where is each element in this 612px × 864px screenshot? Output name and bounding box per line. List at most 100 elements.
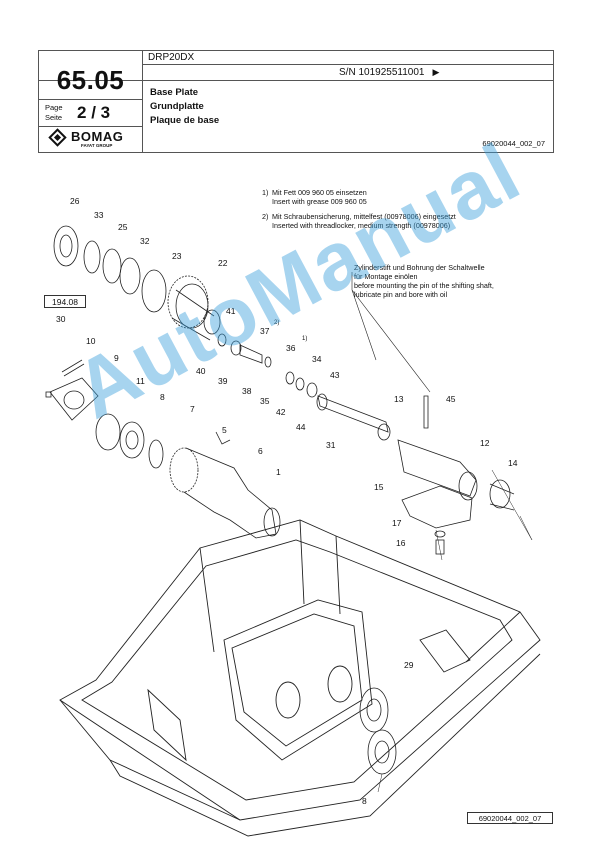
part-bearing-29 — [359, 687, 389, 733]
note-1-en: Insert with grease 009 960 05 — [272, 197, 367, 206]
part-bracket-15 — [401, 485, 473, 529]
brand-name: BOMAG — [71, 129, 124, 144]
part-label: 44 — [296, 422, 306, 432]
part-bearing-8a — [119, 421, 145, 459]
title-en: Base Plate — [150, 87, 199, 98]
part-label: 43 — [330, 370, 340, 380]
brand-subtitle: FAYAT GROUP — [81, 143, 113, 148]
page-label-en: Page — [45, 103, 63, 112]
part-label: 6 — [258, 446, 263, 456]
part-gear-22 — [167, 275, 221, 341]
part-bushing-14 — [489, 479, 511, 509]
part-41 — [217, 333, 227, 347]
part-38 — [239, 344, 263, 364]
part-screw-16 — [435, 539, 445, 555]
part-label: 37 — [260, 326, 270, 336]
header-divider — [142, 51, 143, 152]
part-label: 5 — [222, 425, 227, 435]
part-label: 15 — [374, 482, 384, 492]
note-2-de: Mit Schraubensicherung, mittelfest (0097… — [272, 212, 456, 221]
title-de: Grundplatte — [150, 101, 204, 112]
header-block: DRP20DX 65.05 S/N 101925511001▶ Page Sei… — [38, 50, 554, 153]
part-40 — [230, 340, 242, 356]
header-rule — [39, 99, 142, 100]
header-rule — [39, 126, 142, 127]
part-pin-13 — [317, 395, 389, 433]
header-rule — [142, 64, 553, 65]
part-36 — [285, 371, 295, 385]
model-name: DRP20DX — [148, 52, 195, 63]
part-label: 26 — [70, 196, 80, 206]
part-ring-25 — [102, 248, 122, 284]
part-label: 8 — [160, 392, 165, 402]
drawing-reference: 69020044_002_07 — [482, 139, 545, 148]
part-label: 23 — [172, 251, 182, 261]
page-total: 3 — [100, 103, 111, 122]
part-label-sup: 2) — [274, 320, 280, 326]
part-shaft-12 — [397, 439, 477, 497]
part-label: 45 — [446, 394, 456, 404]
part-label: 11 — [136, 376, 145, 386]
pin-note-en-1: before mounting the pin of the shifting … — [354, 281, 494, 290]
part-pin-45 — [423, 395, 429, 429]
part-label: 34 — [312, 354, 322, 364]
part-label: 14 — [508, 458, 518, 468]
title-fr: Plaque de base — [150, 115, 220, 126]
part-label: 7 — [190, 404, 195, 414]
part-label: 17 — [392, 518, 402, 528]
part-label: 32 — [140, 236, 150, 246]
part-label-sup: 1) — [302, 336, 308, 342]
part-bearing-26 — [53, 225, 79, 267]
part-label: 33 — [94, 210, 104, 220]
reference-box: 194.08 — [44, 295, 86, 308]
part-label: 29 — [404, 660, 414, 670]
pin-note-en-2: lubricate pin and bore with oil — [354, 290, 448, 299]
part-base-plate — [59, 519, 541, 837]
part-key-6 — [215, 431, 231, 445]
part-shaft-1 — [169, 431, 281, 539]
part-label: 31 — [326, 440, 336, 450]
part-label: 36 — [286, 343, 296, 353]
part-washer-17 — [434, 530, 446, 538]
part-label: 38 — [242, 386, 252, 396]
part-ring-32 — [119, 257, 141, 295]
part-34 — [295, 377, 305, 391]
note-2-en: Inserted with threadlocker, medium stren… — [272, 221, 451, 230]
page-label: Page Seite — [45, 103, 63, 123]
part-43 — [306, 382, 318, 398]
note-2-number: 2) — [262, 212, 269, 221]
part-label: 9 — [114, 353, 119, 363]
part-label: 12 — [480, 438, 490, 448]
page-label-de: Seite — [45, 113, 63, 122]
part-label: 22 — [218, 258, 228, 268]
serial-number: S/N 101925511001▶ — [339, 67, 439, 78]
part-label: 42 — [276, 407, 286, 417]
footer-reference: 69020044_002_07 — [467, 812, 553, 824]
note-1-de: Mit Fett 009 960 05 einsetzen — [272, 188, 367, 197]
part-label: 25 — [118, 222, 128, 232]
part-nut-30 — [45, 391, 52, 398]
arrow-right-icon: ▶ — [432, 67, 440, 77]
page-separator: / — [91, 103, 96, 122]
header-rule — [39, 80, 553, 81]
part-bolt-10 — [61, 359, 85, 377]
part-label: 40 — [196, 366, 206, 376]
part-label: 35 — [260, 396, 270, 406]
part-label: 16 — [396, 538, 406, 548]
part-label: 41 — [226, 306, 236, 316]
note-1-number: 1) — [262, 188, 269, 197]
part-label: 1 — [276, 467, 281, 477]
part-ring-7 — [148, 439, 164, 469]
part-label: 30 — [56, 314, 66, 324]
pin-note-de-2: für Montage einölen — [354, 272, 418, 281]
assembly-notes: 1)Mit Fett 009 960 05 einsetzen Insert w… — [262, 188, 456, 230]
part-37 — [264, 356, 272, 368]
page-current: 2 — [77, 103, 87, 122]
pin-callout-note: Zylinderstift und Bohrung der Schaltwell… — [354, 263, 494, 299]
section-number: 65.05 — [56, 65, 125, 95]
part-cover-9 — [49, 377, 99, 421]
part-label: 39 — [218, 376, 228, 386]
part-ring-33 — [83, 240, 101, 274]
pin-note-de-1: Zylinderstift und Bohrung der Schaltwell… — [354, 263, 485, 272]
